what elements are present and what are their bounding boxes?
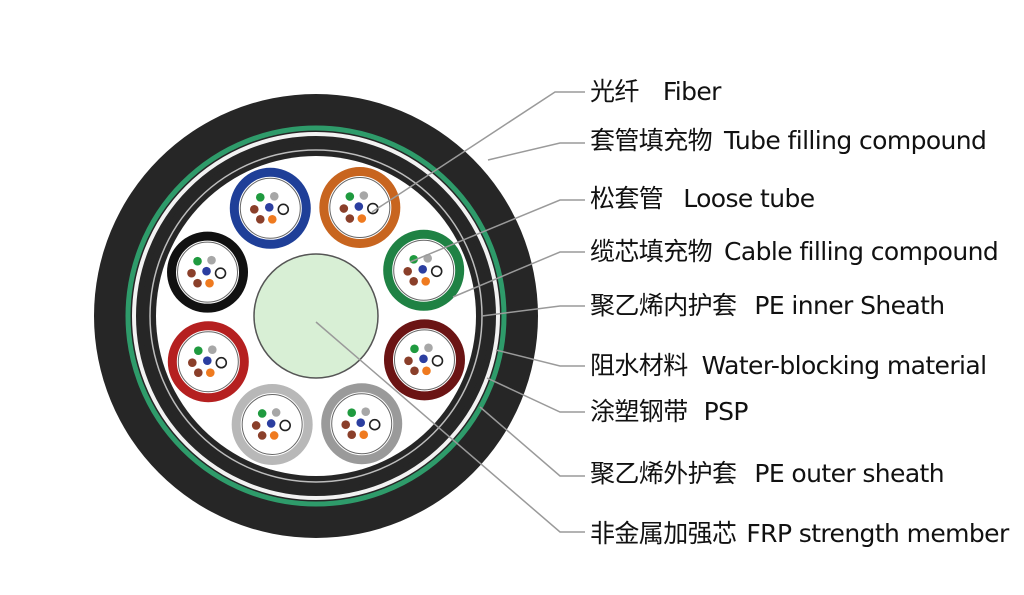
fiber [421, 276, 430, 286]
fiber-white [431, 355, 444, 367]
fiber [257, 431, 267, 440]
fiber [409, 276, 418, 286]
fiber [208, 345, 217, 355]
leader-psp [486, 377, 585, 413]
fiber [422, 366, 431, 376]
loose-tube-inner-edge [241, 393, 303, 455]
fiber [269, 431, 279, 440]
loose-tube [231, 383, 313, 465]
fiber [202, 266, 211, 276]
loose-tube [229, 167, 311, 249]
fiber [359, 430, 369, 439]
fiber [410, 366, 419, 376]
leader-lines [315, 91, 585, 533]
leader-tube-filling [487, 142, 585, 161]
water-blocking-layer [132, 132, 500, 500]
fiber [206, 368, 215, 378]
loose-tube [167, 231, 249, 313]
frp-strength-member [253, 253, 379, 379]
fiber [271, 408, 281, 417]
fiber [194, 346, 203, 356]
leader-inner-sheath [481, 305, 585, 317]
fiber [257, 409, 267, 418]
fiber [269, 192, 279, 201]
fiber [347, 430, 357, 439]
leader-fiber [371, 91, 585, 213]
loose-tube [319, 167, 401, 249]
loose-tube-inner-edge [393, 329, 455, 391]
fiber [345, 192, 355, 201]
loose-tube-inner-edge [329, 177, 391, 239]
loose-tube [383, 319, 465, 401]
fiber [264, 203, 274, 212]
loose-tube [383, 229, 465, 311]
loose-tubes [167, 167, 465, 465]
loose-tube-inner-edge [177, 241, 239, 303]
fiber [267, 215, 277, 224]
fiber [203, 356, 212, 366]
psp-steel-tape [125, 125, 507, 507]
fiber-white [214, 267, 227, 279]
fiber [403, 266, 412, 276]
fiber [404, 356, 413, 366]
leader-water-blocking [495, 349, 585, 367]
leader-outer-sheath [479, 406, 585, 477]
fiber [339, 204, 349, 213]
loose-tube [167, 321, 249, 403]
fiber [359, 191, 369, 200]
fiber [193, 256, 202, 266]
fiber [255, 215, 265, 224]
fiber [193, 278, 202, 288]
fiber [341, 420, 351, 429]
loose-tube-inner-edge [239, 177, 301, 239]
fiber [255, 193, 265, 202]
loose-tube-inner-edge [331, 393, 393, 455]
leader-frp [315, 321, 585, 533]
fiber [205, 278, 214, 288]
fiber [357, 214, 367, 223]
fiber [249, 205, 259, 214]
fiber [361, 407, 371, 416]
fiber [188, 358, 197, 368]
fiber [419, 354, 428, 364]
fiber [347, 408, 357, 417]
leader-cable-filling [452, 251, 585, 298]
fiber [194, 368, 203, 378]
fiber-white [277, 203, 290, 216]
loose-tube [321, 383, 403, 465]
fiber [266, 419, 276, 428]
fiber-white [215, 356, 228, 369]
fiber [345, 214, 355, 223]
loose-tube-inner-edge [393, 239, 455, 301]
fiber [356, 418, 366, 427]
fiber [418, 264, 427, 274]
fiber [251, 421, 261, 430]
fiber [187, 268, 196, 278]
leader-loose-tube [409, 199, 585, 263]
fiber [207, 255, 216, 265]
fiber [410, 344, 419, 354]
fiber-white [368, 418, 381, 431]
loose-tube-inner-edge [177, 331, 239, 393]
fiber-white [279, 419, 291, 432]
fiber [424, 343, 433, 353]
fiber [354, 202, 364, 211]
fiber-white [430, 265, 443, 278]
